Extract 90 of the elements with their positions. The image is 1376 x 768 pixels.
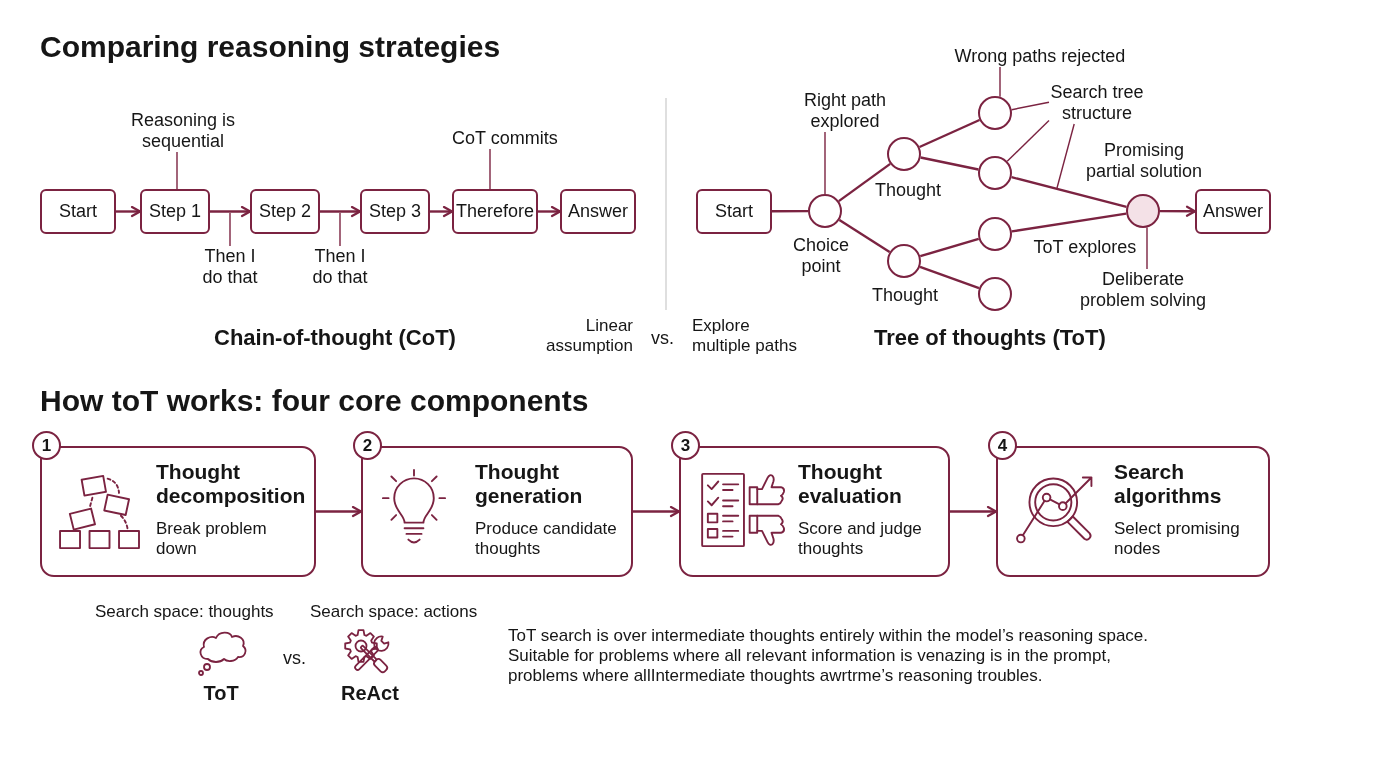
section-heading: How toT works: four core components xyxy=(40,383,589,419)
process-box xyxy=(696,189,772,234)
step-number: 1 xyxy=(32,431,61,460)
card-heading: Thought decomposition xyxy=(156,460,306,508)
tree-node-circle xyxy=(978,217,1012,251)
process-box xyxy=(250,189,320,234)
step-number: 2 xyxy=(353,431,382,460)
leader-line xyxy=(489,148,491,190)
tree-node-circle xyxy=(978,156,1012,190)
box-label: Answer xyxy=(568,201,628,222)
arrow xyxy=(1160,205,1197,217)
section-caption: Tree of thoughts (ToT) xyxy=(874,325,1106,351)
box-label: Step 3 xyxy=(368,201,421,222)
leader-line xyxy=(176,151,178,190)
description-paragraph: ToT search is over intermediate thoughts entirely within the model’s reasoning space. Suitable for problems where all relevant information is venazing is in the prompt, problems where allIntermediate thoughts awrtrme’s reasoning troubles. xyxy=(508,626,1150,686)
connector-line xyxy=(1011,212,1127,233)
step-number: 4 xyxy=(988,431,1017,460)
step-number: 3 xyxy=(671,431,700,460)
connector-line xyxy=(919,265,980,290)
card-heading: Thought evaluation xyxy=(798,460,903,508)
connector-line xyxy=(919,237,980,258)
arrow xyxy=(210,205,252,218)
leader-line xyxy=(229,212,231,247)
callout-text: CoT commits xyxy=(452,128,558,149)
search-space-label: Search space: actions xyxy=(310,602,478,622)
connector-line xyxy=(838,219,891,253)
versus-text: vs. xyxy=(283,648,306,669)
node-caption: Thought xyxy=(875,180,942,201)
diagram-title: Comparing reasoning strategies xyxy=(40,29,501,65)
process-box xyxy=(1195,189,1271,234)
box-label: Start xyxy=(59,201,97,222)
leader-line xyxy=(1011,101,1050,111)
leader-line xyxy=(999,66,1001,98)
card-description: Produce candidate thoughts xyxy=(475,519,618,559)
arrow xyxy=(430,205,454,218)
process-box xyxy=(452,189,538,234)
connector-line xyxy=(919,118,980,149)
box-label: Step 1 xyxy=(148,201,201,222)
card-heading: Search algorithms xyxy=(1114,460,1223,508)
section-caption: Chain-of-thought (CoT) xyxy=(214,325,456,351)
tree-node-circle xyxy=(808,194,842,228)
connector-line xyxy=(920,156,979,171)
method-name: ToT xyxy=(203,681,239,705)
process-box xyxy=(140,189,210,234)
callout-text: Then I do that xyxy=(197,246,263,288)
tree-node-circle xyxy=(978,96,1012,130)
annotation-text: ToT explores xyxy=(1033,237,1137,258)
leader-line xyxy=(339,212,341,247)
comparison-note: Explore multiple paths xyxy=(692,316,798,356)
card-description: Select promising nodes xyxy=(1114,519,1241,559)
callout-text: Then I do that xyxy=(307,246,373,288)
connector-line xyxy=(772,209,808,213)
node-caption: Thought xyxy=(872,285,939,306)
connector-line xyxy=(838,162,891,203)
leader-line xyxy=(1146,226,1148,270)
tree-node-circle xyxy=(887,137,921,171)
arrow xyxy=(538,205,562,218)
callout-text: Search tree structure xyxy=(1049,82,1145,124)
arrow xyxy=(633,505,681,518)
box-label: Step 2 xyxy=(258,201,311,222)
callout-text: Deliberate problem solving xyxy=(1079,269,1207,311)
callout-text: Reasoning is sequential xyxy=(125,110,241,152)
leader-line xyxy=(1056,123,1075,189)
callout-text: Wrong paths rejected xyxy=(954,46,1126,67)
leader-line xyxy=(1006,119,1050,162)
process-box xyxy=(360,189,430,234)
process-box xyxy=(560,189,636,234)
box-label: Answer xyxy=(1203,201,1263,222)
arrow xyxy=(316,505,363,518)
node-caption: Choice point xyxy=(792,235,850,277)
leader-line xyxy=(824,131,826,195)
versus-text: vs. xyxy=(651,328,674,349)
arrow xyxy=(116,205,142,218)
tree-node-circle xyxy=(978,277,1012,311)
box-label: Start xyxy=(715,201,753,222)
search-space-label: Search space: thoughts xyxy=(95,602,274,622)
callout-text: Right path explored xyxy=(797,90,893,132)
process-box xyxy=(40,189,116,234)
arrow xyxy=(320,205,362,218)
tree-node-circle xyxy=(887,244,921,278)
tree-node-circle xyxy=(1126,194,1160,228)
comparison-note: Linear assumption xyxy=(545,316,633,356)
method-name: ReAct xyxy=(341,681,399,705)
card-description: Score and judge thoughts xyxy=(798,519,923,559)
arrow xyxy=(950,505,998,518)
card-heading: Thought generation xyxy=(475,460,584,508)
box-label: Therefore xyxy=(455,201,534,222)
card-description: Break problem down xyxy=(156,519,268,559)
connector-line xyxy=(1011,176,1127,208)
node-caption: Promising partial solution xyxy=(1084,140,1204,182)
